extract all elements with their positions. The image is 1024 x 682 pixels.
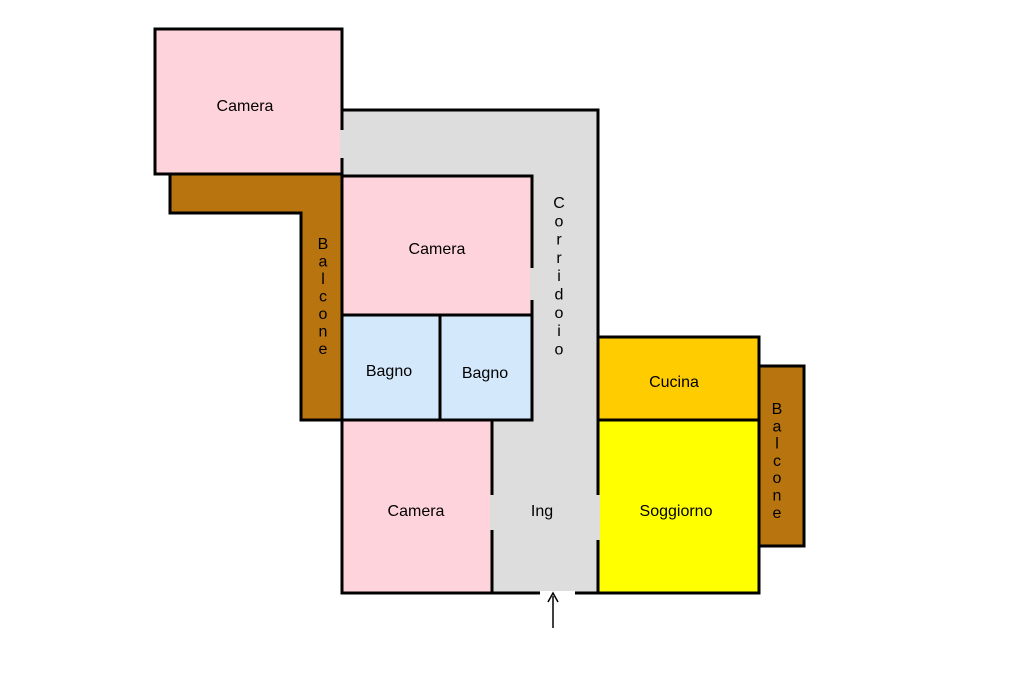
- label-cucina: Cucina: [649, 374, 699, 391]
- room-camera-bottom: [340, 418, 494, 595]
- balcony-left: [168, 172, 344, 422]
- label-camera-bottom: Camera: [388, 503, 445, 520]
- room-camera-top: [153, 27, 344, 176]
- label-soggiorno: Soggiorno: [640, 503, 713, 520]
- label-camera-top: Camera: [217, 98, 274, 115]
- label-bagno-right: Bagno: [462, 365, 508, 382]
- label-camera-middle: Camera: [409, 241, 466, 258]
- room-bagno-right: [438, 313, 534, 422]
- room-cucina: [596, 335, 761, 422]
- balcony-right: [757, 364, 806, 548]
- label-bagno-left: Bagno: [366, 363, 412, 380]
- room-soggiorno: [596, 418, 761, 595]
- entrance-arrow-icon: [547, 591, 559, 628]
- label-ingresso: Ing: [531, 503, 553, 520]
